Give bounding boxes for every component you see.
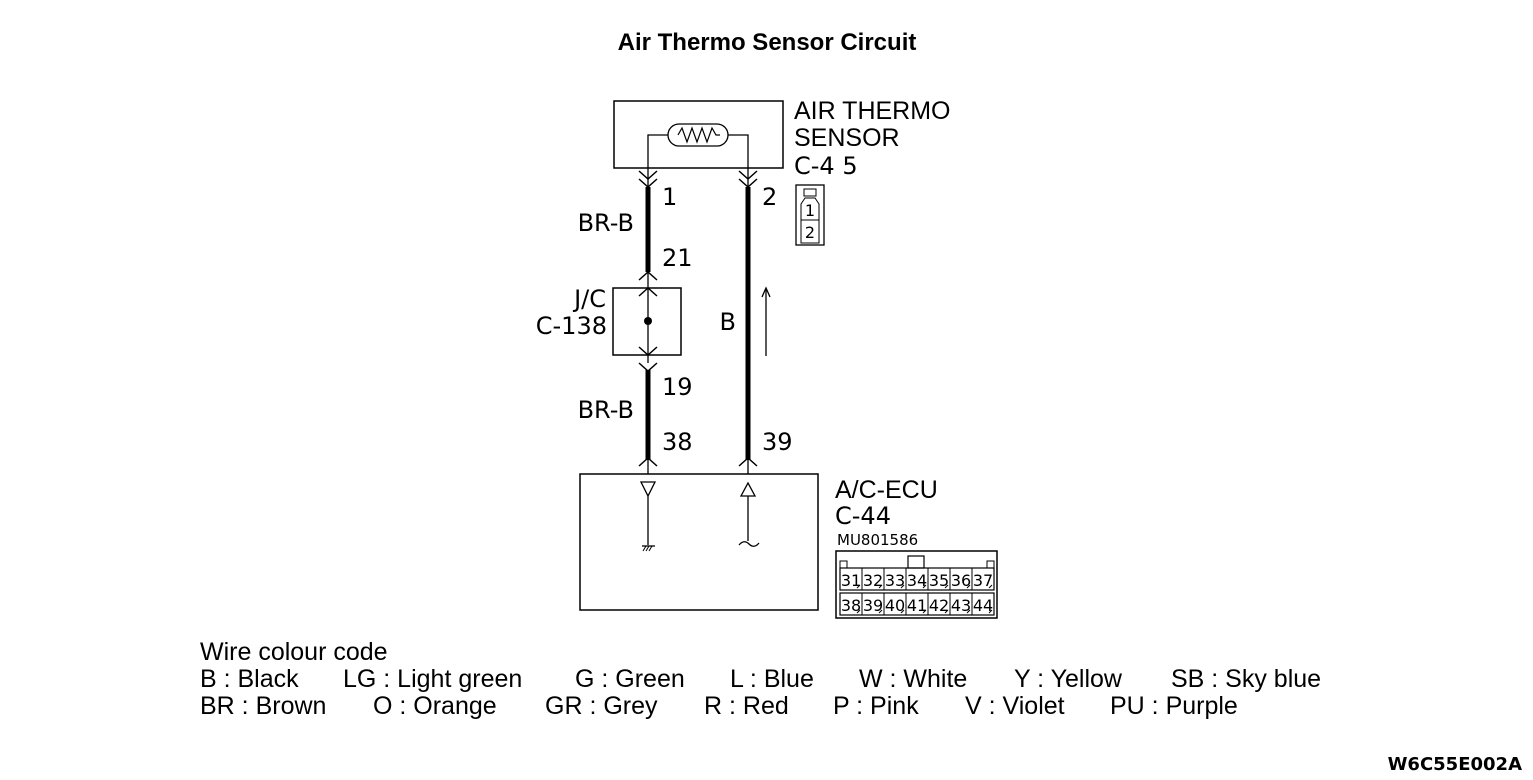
pin-lock-mark	[878, 584, 883, 589]
pin-lock-mark	[966, 584, 971, 589]
legend-entry: P : Pink	[833, 692, 919, 720]
ecu-connector-pin: 40	[885, 596, 905, 615]
legend-entry: W : White	[859, 665, 967, 693]
legend-row-1: B : Black LG : Light green G : Green L : Bl…	[200, 665, 1321, 693]
pin-label-sensor-1: 1	[662, 183, 677, 211]
legend-entry: G : Green	[575, 665, 685, 693]
ecu-connector-pin: 32	[863, 571, 883, 590]
junction-name: J/C	[572, 285, 606, 313]
pin-lock-mark	[856, 609, 861, 614]
pin-label-jc-19: 19	[662, 373, 693, 401]
pin-lock-mark	[988, 609, 993, 614]
pin-lock-mark	[856, 584, 861, 589]
pin-lock-mark	[900, 584, 905, 589]
legend-entry: BR : Brown	[200, 692, 326, 720]
ecu-connector-pin: 31	[841, 571, 861, 590]
legend-entry: L : Blue	[730, 665, 814, 693]
pin-lock-mark	[878, 609, 883, 614]
pin-lock-mark	[900, 609, 905, 614]
ecu-connector-pin: 36	[951, 571, 971, 590]
right-wire-circuit: 2 B 39	[720, 168, 793, 474]
pin-label-ecu-39: 39	[762, 428, 793, 456]
legend-row-2: BR : Brown O : Orange GR : Grey R : Red P : …	[200, 692, 1238, 720]
wire-color-label-lower: BR-B	[578, 396, 634, 424]
pin-lock-mark	[922, 609, 927, 614]
ecu-connector-id: C-44	[835, 502, 891, 530]
pin-lock-mark	[944, 609, 949, 614]
connector-terminal-icon	[638, 346, 658, 357]
pin-label-ecu-38: 38	[662, 428, 693, 456]
sensor-name-line1: AIR THERMO	[794, 97, 951, 125]
legend-entry: Y : Yellow	[1014, 665, 1123, 693]
figure-code: W6C55E002A	[1388, 754, 1523, 775]
junction-connector-id: C-138	[536, 312, 607, 340]
legend-entry: GR : Grey	[545, 692, 658, 720]
ground-icon	[639, 481, 657, 552]
legend-entry: R : Red	[704, 692, 789, 720]
pin-lock-mark	[966, 609, 971, 614]
ecu-connector-pin: 41	[907, 596, 927, 615]
ecu-part-number: MU801586	[837, 531, 918, 549]
ecu-box	[579, 473, 819, 611]
ecu-connector-pin: 39	[863, 596, 883, 615]
sensor-internal-wire-right	[728, 134, 749, 168]
legend-heading: Wire colour code	[200, 638, 388, 666]
ecu-connector-pin: 42	[929, 596, 949, 615]
wire-color-label-b: B	[720, 308, 736, 336]
connector-terminal-icon	[638, 362, 658, 373]
thermistor-icon	[667, 123, 729, 147]
legend-entry: SB : Sky blue	[1171, 665, 1321, 693]
pin-label-sensor-2: 2	[762, 183, 777, 211]
ecu-connector-pin: 35	[929, 571, 949, 590]
legend-entry: V : Violet	[965, 692, 1065, 720]
wire-color-label-upper: BR-B	[578, 209, 634, 237]
legend-entry: PU : Purple	[1110, 692, 1238, 720]
diagram-title: Air Thermo Sensor Circuit	[618, 29, 917, 56]
ecu-connector-pin: 37	[973, 571, 993, 590]
ecu-connector-pin: 34	[907, 571, 927, 590]
ecu-name: A/C-ECU	[835, 476, 938, 504]
signal-direction-arrow-icon	[761, 286, 771, 356]
pin-label-jc-21: 21	[662, 244, 693, 272]
sensor-connector-pin: 2	[805, 223, 815, 242]
sensor-name-line2: SENSOR	[794, 124, 900, 152]
sensor-box	[613, 100, 784, 169]
junction-dot-icon	[644, 317, 652, 325]
sensor-connector-face: 1 2	[795, 184, 825, 246]
pin-lock-mark	[944, 584, 949, 589]
ecu-connector-pin: 44	[973, 596, 993, 615]
ecu-connector-pin: 43	[951, 596, 971, 615]
sensor-connector-id: C-4 5	[794, 152, 858, 180]
wire-colour-legend: Wire colour code B : Black LG : Light gre…	[200, 638, 1321, 720]
left-wire-circuit: 1 BR-B 21 J/C C-138 19 BR-B 38	[536, 168, 693, 474]
legend-entry: LG : Light green	[343, 665, 522, 693]
legend-entry: O : Orange	[373, 692, 497, 720]
sensor-internal-wire-left	[647, 134, 668, 168]
ecu-connector-pin: 33	[885, 571, 905, 590]
pin-lock-mark	[988, 584, 993, 589]
legend-entry: B : Black	[200, 665, 299, 693]
air-thermo-sensor: AIR THERMO SENSOR C-4 5 1 2	[613, 97, 951, 246]
ecu-connector-pin: 38	[841, 596, 861, 615]
sensor-connector-pin: 1	[805, 201, 815, 220]
pin-lock-mark	[922, 584, 927, 589]
signal-input-icon	[738, 481, 760, 547]
